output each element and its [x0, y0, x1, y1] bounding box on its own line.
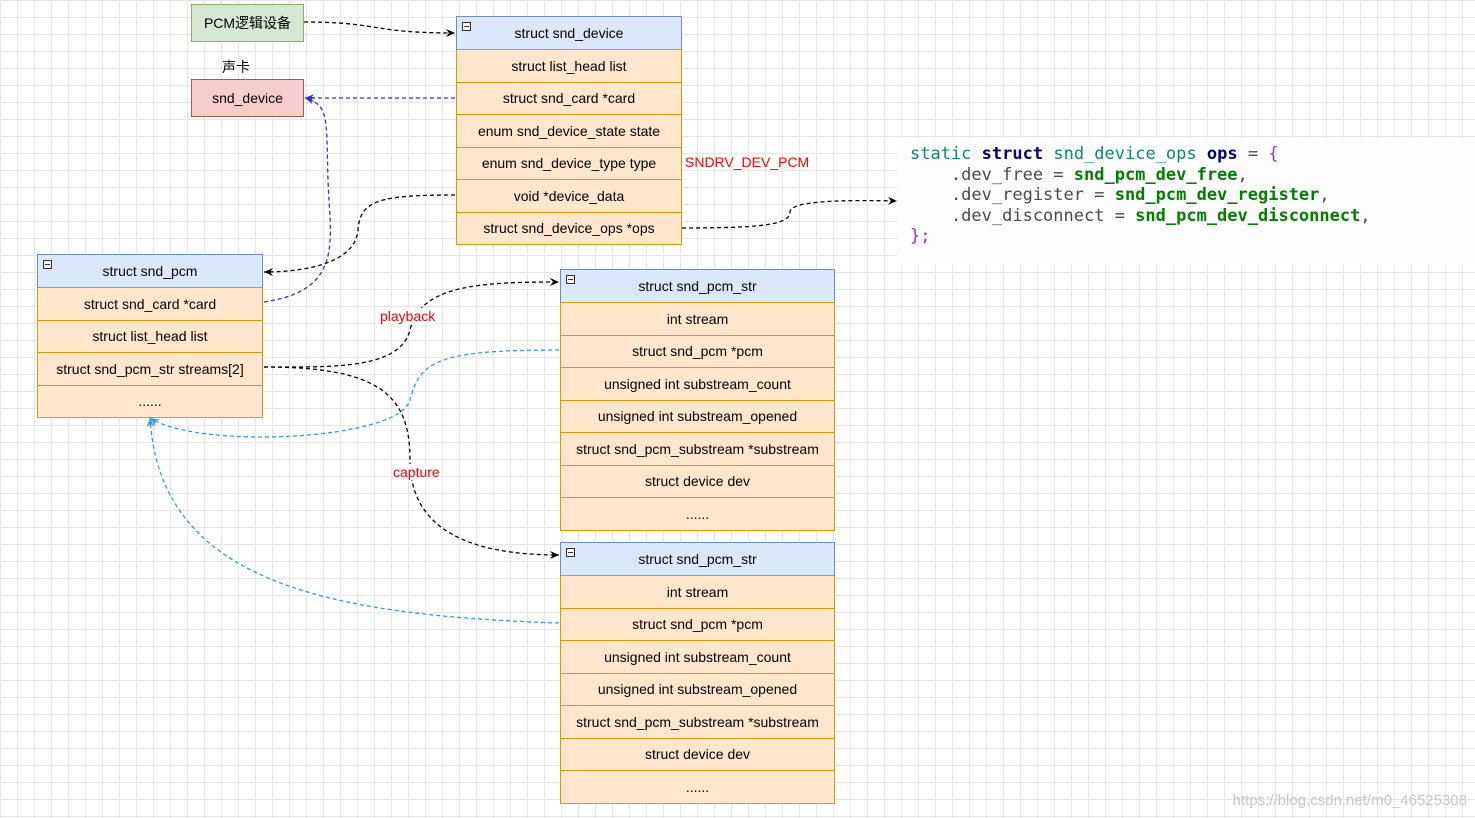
code-field: .dev_free = — [910, 164, 1074, 185]
struct-field: unsigned int substream_count — [560, 641, 835, 674]
code-comma: , — [1237, 164, 1248, 185]
playback-label: playback — [380, 308, 436, 324]
struct-field: enum snd_device_state state — [456, 115, 682, 148]
code-type: snd_device_ops — [1053, 144, 1197, 164]
struct-field: struct snd_pcm_substream *substream — [560, 433, 835, 466]
code-function: snd_pcm_dev_free — [1073, 164, 1238, 185]
snd-device-note: snd_device — [191, 79, 304, 117]
struct-field: struct snd_pcm *pcm — [560, 608, 835, 641]
struct-field: struct snd_device_ops *ops — [456, 212, 682, 245]
edge-streams-to-capture — [263, 366, 560, 559]
code-operator: = — [1237, 144, 1269, 164]
struct-snd-pcm-str-header[interactable]: struct snd_pcm_str — [561, 543, 834, 576]
struct-field: struct list_head list — [456, 50, 682, 83]
struct-snd-pcm-str-title: struct snd_pcm_str — [638, 278, 757, 294]
struct-snd-pcm-str-capture[interactable]: struct snd_pcm_str int stream struct snd… — [560, 542, 835, 804]
struct-field: struct snd_pcm *pcm — [560, 335, 835, 368]
struct-snd-pcm[interactable]: struct snd_pcm struct snd_card *card str… — [37, 254, 263, 418]
struct-snd-device-header[interactable]: struct snd_device — [457, 17, 681, 50]
edge-pcm-card-to-sound-card — [263, 96, 332, 303]
code-field: .dev_register = — [910, 185, 1115, 205]
code-field: .dev_disconnect = — [910, 205, 1136, 226]
edge-streams-to-playback — [263, 278, 560, 368]
collapse-icon[interactable] — [566, 548, 575, 557]
collapse-icon[interactable] — [43, 260, 52, 269]
struct-snd-pcm-str-header[interactable]: struct snd_pcm_str — [561, 270, 834, 303]
ops-code-snippet: static struct snd_device_ops ops = { .de… — [897, 138, 1475, 264]
struct-field: int stream — [560, 303, 835, 336]
collapse-icon[interactable] — [462, 22, 471, 31]
struct-snd-pcm-title: struct snd_pcm — [102, 263, 198, 279]
code-identifier: ops — [1206, 144, 1238, 164]
struct-field: unsigned int substream_opened — [560, 673, 835, 706]
struct-field: unsigned int substream_count — [560, 368, 835, 401]
code-closing-brace: }; — [910, 226, 931, 246]
struct-field: ...... — [560, 771, 835, 804]
struct-field: int stream — [560, 576, 835, 609]
code-keyword: struct — [981, 144, 1044, 164]
collapse-icon[interactable] — [566, 275, 575, 284]
struct-field: unsigned int substream_opened — [560, 400, 835, 433]
code-comma: , — [1360, 205, 1371, 226]
code-function: snd_pcm_dev_disconnect — [1135, 205, 1361, 226]
struct-field: struct device dev — [560, 465, 835, 498]
struct-snd-pcm-str-playback[interactable]: struct snd_pcm_str int stream struct snd… — [560, 269, 835, 531]
struct-field: struct snd_pcm_substream *substream — [560, 706, 835, 739]
struct-snd-pcm-str-title: struct snd_pcm_str — [638, 551, 757, 567]
struct-snd-pcm-header[interactable]: struct snd_pcm — [38, 255, 262, 288]
edge-device-data-to-snd-pcm — [263, 194, 456, 276]
struct-field: void *device_data — [456, 180, 682, 213]
edge-capture-pcm-to-snd-pcm — [146, 417, 560, 624]
code-function: snd_pcm_dev_register — [1114, 185, 1320, 205]
struct-field: struct snd_pcm_str streams[2] — [37, 353, 263, 386]
struct-field: struct snd_card *card — [456, 82, 682, 115]
struct-field: struct device dev — [560, 738, 835, 771]
pcm-logic-device-label: PCM逻辑设备 — [203, 15, 292, 31]
snd-device-note-label: snd_device — [212, 90, 283, 106]
edge-playback-pcm-to-snd-pcm — [149, 349, 560, 438]
struct-field: struct snd_card *card — [37, 288, 263, 321]
struct-snd-device-title: struct snd_device — [514, 25, 624, 41]
code-comma: , — [1319, 185, 1330, 205]
watermark: https://blog.csdn.net/m0_46525308 — [1232, 792, 1467, 809]
struct-field: ...... — [37, 385, 263, 418]
sound-card-caption: 声卡 — [222, 59, 250, 75]
struct-field: struct list_head list — [37, 320, 263, 353]
capture-label: capture — [393, 464, 440, 480]
code-keyword: static — [910, 144, 972, 164]
edge-ops-to-code — [681, 196, 898, 229]
pcm-logic-device-note: PCM逻辑设备 — [191, 4, 304, 42]
edge-pcm-to-snd-device — [303, 21, 456, 37]
code-brace: { — [1268, 144, 1279, 164]
struct-field: enum snd_device_type type — [456, 147, 682, 180]
type-annotation: SNDRV_DEV_PCM — [685, 154, 810, 170]
struct-snd-device[interactable]: struct snd_device struct list_head list … — [456, 16, 682, 245]
struct-field: ...... — [560, 498, 835, 531]
